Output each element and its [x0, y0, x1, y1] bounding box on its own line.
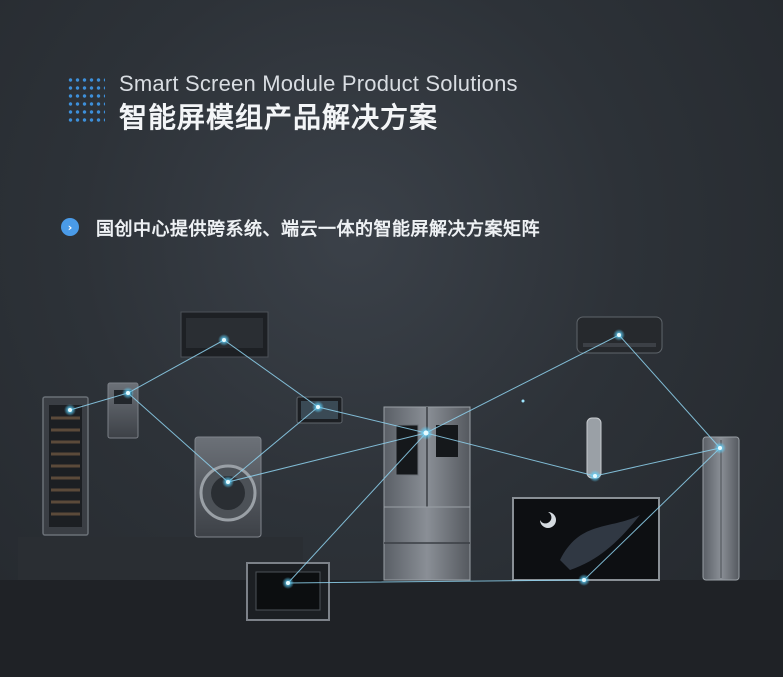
dot-grid-icon	[67, 76, 105, 126]
chevron-right-icon: ›	[61, 218, 79, 236]
network-links	[69, 334, 721, 584]
built-in-oven	[246, 562, 330, 621]
wine-cooler	[42, 396, 89, 536]
smart-tv	[512, 497, 660, 581]
page-title: 智能屏模组产品解决方案	[119, 101, 439, 134]
floor-air-conditioner	[702, 436, 740, 581]
subtitle: 国创中心提供跨系统、端云一体的智能屏解决方案矩阵	[96, 219, 540, 240]
air-purifier	[586, 417, 602, 479]
floor	[0, 580, 783, 677]
network-nodes	[64, 329, 726, 589]
title-english: Smart Screen Module Product Solutions	[119, 71, 518, 96]
smart-refrigerator	[383, 406, 471, 581]
